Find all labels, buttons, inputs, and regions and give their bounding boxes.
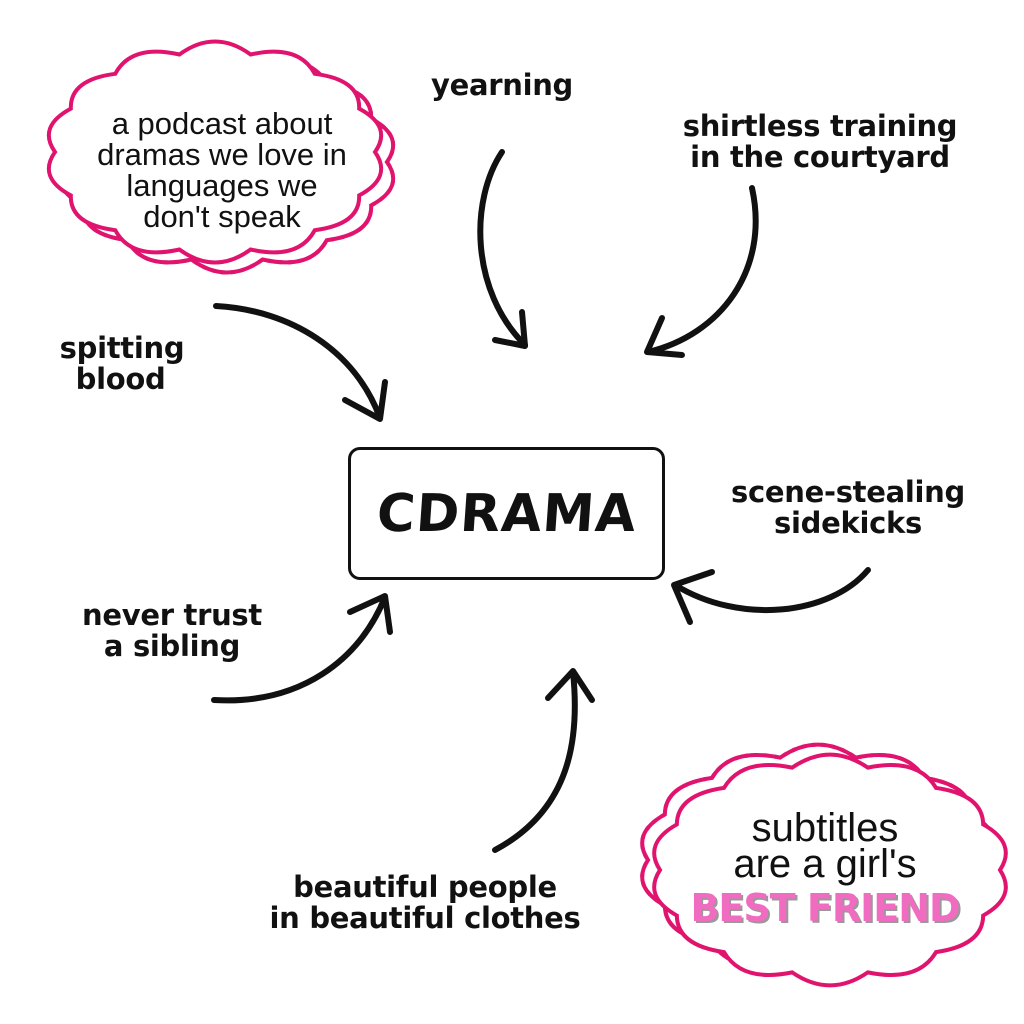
label-line: a sibling: [103, 629, 241, 663]
tagline-line: a podcast about: [111, 106, 333, 141]
label-line: in beautiful clothes: [269, 901, 581, 935]
label-line: blood: [75, 362, 166, 396]
tagline-line: don't speak: [143, 199, 301, 234]
cloud-bottom-right: [640, 742, 1008, 988]
label-line: yearning: [430, 68, 574, 102]
label-line: shirtless training: [682, 109, 958, 143]
label-line: in the courtyard: [690, 140, 950, 174]
center-node: CDRAMA: [348, 447, 665, 580]
slogan-line: subtitles: [751, 806, 899, 850]
arrow-scene: [671, 567, 871, 625]
label-line: scene-stealing: [731, 475, 965, 509]
label-yearning: yearning: [431, 70, 573, 101]
arrow-spitting: [213, 303, 388, 422]
tagline-line: dramas we love in: [97, 137, 347, 172]
label-line: beautiful people: [293, 870, 557, 904]
arrow-yearning: [477, 149, 528, 349]
arrow-beautiful: [492, 668, 595, 853]
cloud-top-left: [46, 39, 396, 275]
tagline-line: languages we: [126, 168, 318, 203]
subtitles-slogan: subtitles are a girl's BEST FRIEND: [690, 806, 960, 930]
arrow-shirtless: [644, 185, 759, 358]
arrow-sibling: [211, 593, 393, 704]
label-line: sidekicks: [774, 506, 922, 540]
podcast-tagline: a podcast about dramas we love in langua…: [97, 108, 347, 232]
label-line: spitting: [59, 331, 185, 365]
best-friend-highlight: BEST FRIEND: [690, 886, 960, 930]
label-line: never trust: [82, 598, 262, 632]
center-label: CDRAMA: [374, 483, 639, 544]
slogan-line: are a girl's: [733, 842, 917, 886]
